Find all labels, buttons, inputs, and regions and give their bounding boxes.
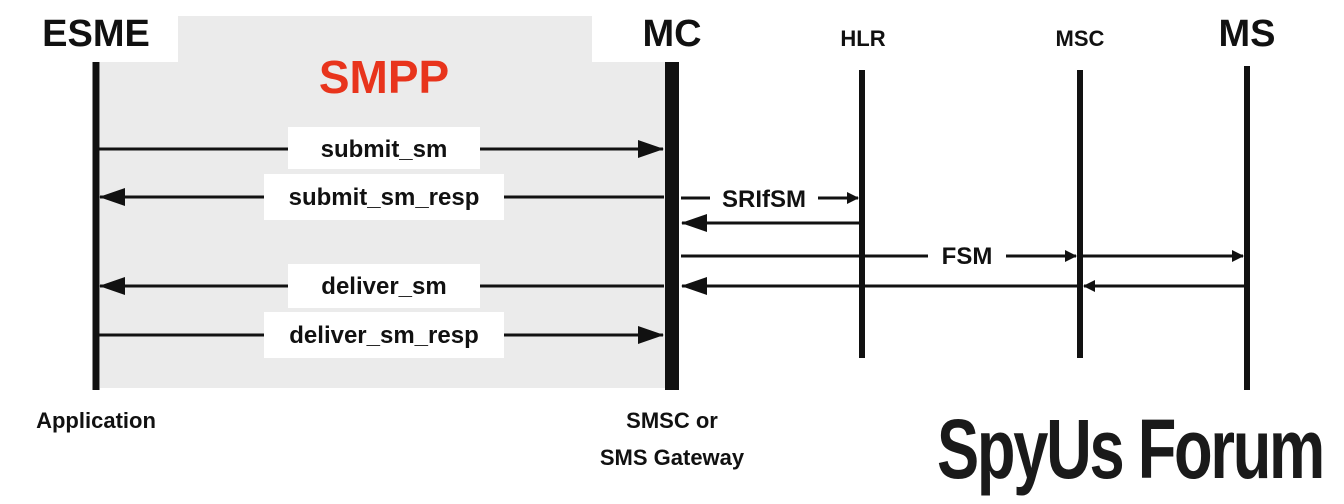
entity-mc: MC [642,13,701,55]
footer-mc-line1: SMSC or [626,408,718,433]
entity-ms: MS [1219,13,1276,55]
protocol-label: SMPP [319,51,449,103]
footer-mc-line2: SMS Gateway [600,445,745,470]
label-bg-deliver-sm [288,264,480,308]
entity-msc: MSC [1056,26,1105,51]
label-bg-srifsm [710,182,818,214]
msg-srifsm: SRIfSM [722,186,806,213]
msg-deliver-sm: deliver_sm [321,273,446,300]
label-bg-submit-sm-resp [264,174,504,220]
footer-application: Application [36,408,156,433]
label-bg-submit-sm [288,127,480,169]
msg-submit-sm: submit_sm [321,136,448,163]
msg-deliver-sm-resp: deliver_sm_resp [289,322,478,349]
lifeline-mc [665,62,679,390]
label-bg-fsm [928,240,1006,272]
label-bg-deliver-sm-resp [264,312,504,358]
watermark-logo: SpyUs Forum [937,402,1326,496]
entity-esme: ESME [42,13,150,55]
entity-hlr: HLR [840,26,885,51]
watermark-text: SpyUs Forum [937,402,1323,496]
msg-submit-sm-resp: submit_sm_resp [289,184,480,211]
msg-fsm: FSM [942,243,993,270]
